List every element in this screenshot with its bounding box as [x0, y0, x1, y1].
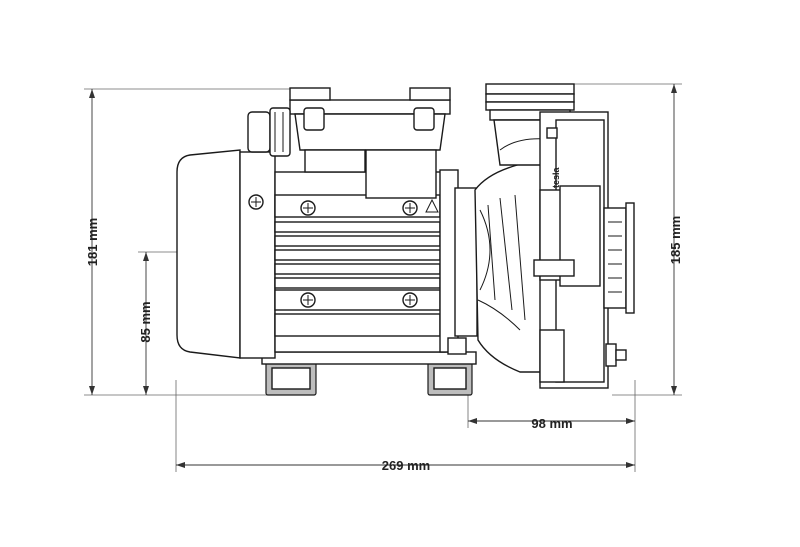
- drain-plug: [605, 343, 627, 367]
- shaft-height-85-label: 85 mm: [138, 301, 153, 342]
- cable-gland: [247, 107, 291, 157]
- pump-front-housing: [533, 111, 609, 389]
- brand-label: tesla: [551, 166, 561, 188]
- discharge-port: [603, 202, 635, 314]
- motor-feet: [261, 351, 477, 396]
- pump-volute: [474, 159, 561, 373]
- motor-end-cap: [176, 149, 276, 359]
- motor-fins: [274, 171, 446, 353]
- height-185-label: 185 mm: [668, 216, 683, 264]
- terminal-box: [289, 87, 451, 199]
- pump-body: tesla: [176, 83, 635, 396]
- length-269-label: 269 mm: [382, 458, 430, 473]
- length-98-label: 98 mm: [531, 416, 572, 431]
- motor-flange: [439, 169, 478, 355]
- height-181-label: 181 mm: [85, 218, 100, 266]
- dimension-lines: [89, 84, 677, 468]
